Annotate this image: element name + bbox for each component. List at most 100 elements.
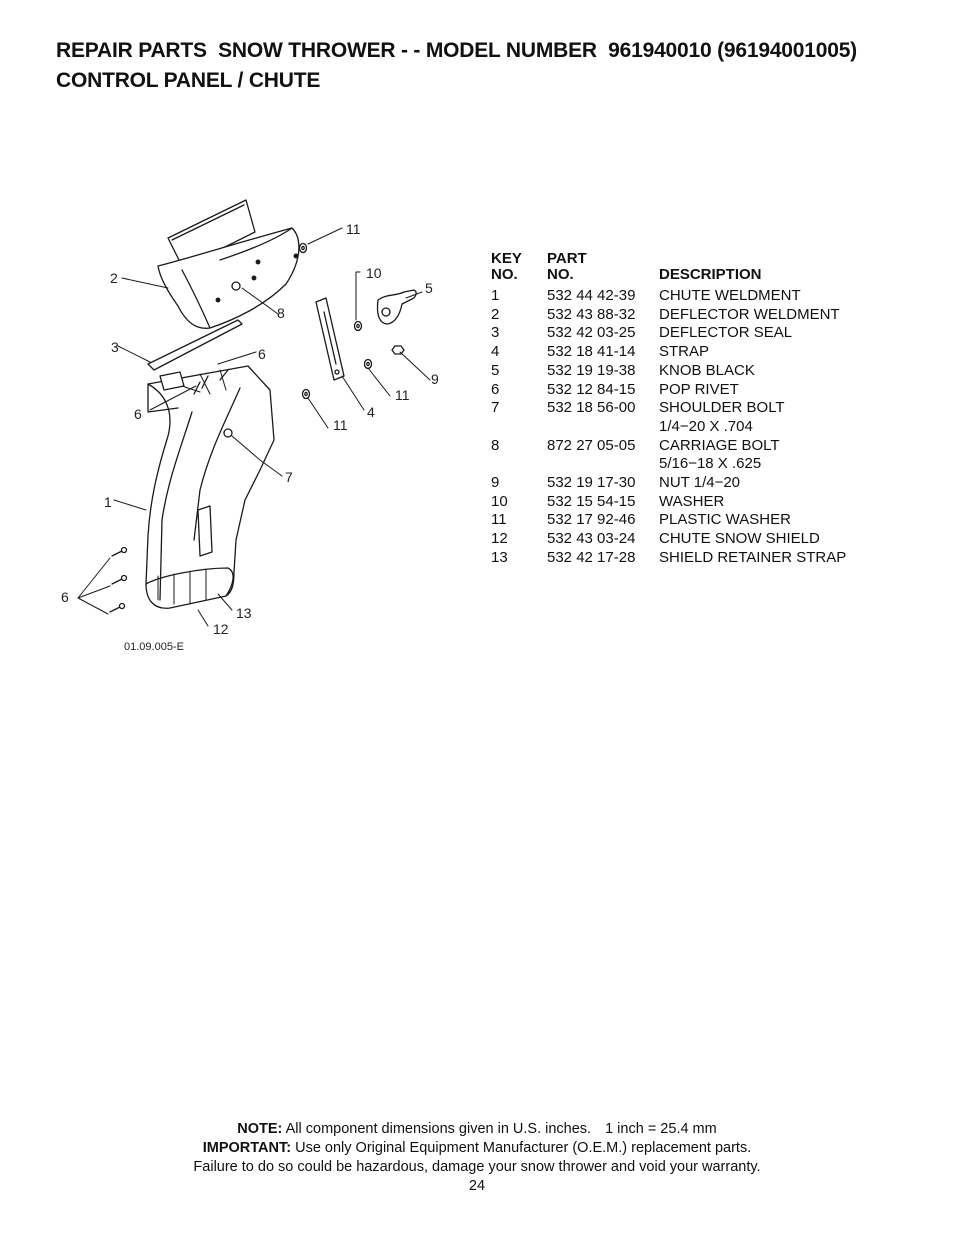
important-label: IMPORTANT:: [202, 1140, 292, 1156]
part-no: 532 19 17-30: [547, 474, 636, 492]
header-description: DESCRIPTION: [659, 265, 762, 283]
callout-10: 10: [366, 265, 382, 281]
deflector-seal-drawing: [147, 319, 243, 371]
callout-11-right: 11: [395, 387, 410, 403]
table-row: 3 532 42 03-25 DEFLECTOR SEAL: [491, 324, 911, 343]
callout-11-top: 11: [346, 221, 361, 237]
hardware-drawing: [298, 242, 405, 400]
note-line: NOTE: All component dimensions given in …: [0, 1120, 954, 1139]
leader-lines: [77, 227, 431, 627]
note-text: All component dimensions given in U.S. i…: [285, 1121, 592, 1137]
table-row: 4 532 18 41-14 STRAP: [491, 343, 911, 362]
pop-rivets-drawing: [109, 369, 229, 613]
header-key-line-1: KEY: [491, 250, 522, 267]
table-row: 11 532 17 92-46 PLASTIC WASHER: [491, 511, 911, 530]
description: STRAP: [659, 343, 710, 361]
description: 1/4−20 X .704: [659, 417, 753, 435]
figure-code: 01.09.005-E: [124, 641, 184, 653]
part-no: 532 12 84-15: [547, 380, 636, 398]
warranty-warning: Failure to do so could be hazardous, dam…: [193, 1159, 761, 1175]
description: POP RIVET: [659, 380, 739, 398]
callout-6-upper: 6: [258, 346, 266, 362]
deflector-weldment-drawing: [157, 199, 300, 329]
page-title: REPAIR PARTS SNOW THROWER - - MODEL NUMB…: [56, 36, 857, 96]
callout-4: 4: [367, 404, 375, 420]
part-no: 532 44 42-39: [547, 287, 636, 304]
description: 5/16−18 X .625: [659, 455, 762, 473]
callout-2: 2: [110, 270, 118, 286]
part-no: 532 18 41-14: [547, 343, 636, 361]
chute-assembly-drawing: [77, 199, 431, 627]
chute-weldment-drawing: [145, 365, 275, 609]
table-row: 2 532 43 88-32 DEFLECTOR WELDMENT: [491, 306, 911, 325]
description: KNOB BLACK: [659, 361, 755, 379]
description: SHOULDER BOLT: [659, 399, 785, 417]
description: CHUTE WELDMENT: [659, 287, 801, 304]
header-part-line-1: PART: [547, 250, 587, 267]
part-no: [547, 455, 659, 474]
important-text: Use only Original Equipment Manufacturer…: [295, 1140, 752, 1156]
part-no: 532 43 88-32: [547, 305, 636, 323]
part-no: 532 17 92-46: [547, 511, 636, 529]
part-no: 532 43 03-24: [547, 530, 636, 548]
header-key-line-2: NO.: [491, 265, 518, 283]
key-no: 12: [491, 530, 508, 548]
description: NUT 1/4−20: [659, 474, 741, 492]
exploded-parts-diagram: 11 2 10 5 8 3 6 9 6 11 4 11 7 1 6 13 12 …: [50, 180, 470, 660]
key-no: 11: [491, 511, 507, 529]
part-no: 532 42 03-25: [547, 324, 636, 342]
part-no: 532 19 19-38: [547, 361, 636, 379]
key-no: [491, 455, 547, 474]
callout-12: 12: [213, 621, 229, 637]
table-row: 7 532 18 56-00 SHOULDER BOLT: [491, 399, 911, 418]
header-key-no: KEY NO.: [491, 251, 547, 287]
key-no: 10: [491, 492, 508, 510]
part-no: 532 15 54-15: [547, 492, 636, 510]
page-title-line-1: REPAIR PARTS SNOW THROWER - - MODEL NUMB…: [56, 39, 857, 62]
table-row: 13 532 42 17-28 SHIELD RETAINER STRAP: [491, 549, 911, 568]
page-number: 24: [468, 1178, 486, 1194]
parts-table: KEY NO. PART NO. DESCRIPTION 1 532 44 42-…: [491, 251, 911, 568]
table-row: 1 532 44 42-39 CHUTE WELDMENT: [491, 287, 911, 306]
description: CARRIAGE BOLT: [659, 436, 780, 454]
callout-6-left: 6: [134, 406, 142, 422]
page-footer: NOTE: All component dimensions given in …: [0, 1120, 954, 1196]
description: SHIELD RETAINER STRAP: [659, 548, 847, 566]
table-row: 1/4−20 X .704: [491, 418, 911, 437]
description: CHUTE SNOW SHIELD: [659, 530, 820, 548]
header-part-no: PART NO.: [547, 251, 659, 287]
part-no: 532 18 56-00: [547, 399, 636, 417]
table-row: 10 532 15 54-15 WASHER: [491, 493, 911, 512]
strap-drawing: [315, 297, 345, 381]
key-no: 5: [491, 361, 500, 379]
callout-6-lower: 6: [61, 589, 69, 605]
callout-7: 7: [285, 469, 293, 485]
key-no: 3: [491, 324, 500, 342]
table-row: 5/16−18 X .625: [491, 455, 911, 474]
table-row: 12 532 43 03-24 CHUTE SNOW SHIELD: [491, 530, 911, 549]
part-no: 532 42 17-28: [547, 548, 636, 566]
callout-5: 5: [425, 280, 433, 296]
key-no: 2: [491, 305, 500, 323]
description: DEFLECTOR WELDMENT: [659, 305, 840, 323]
description: DEFLECTOR SEAL: [659, 324, 793, 342]
key-no: [491, 418, 547, 437]
knob-black-drawing: [376, 289, 417, 325]
key-no: 4: [491, 343, 500, 361]
callout-11-lower: 11: [333, 417, 348, 433]
key-no: 1: [491, 287, 500, 304]
callout-1: 1: [104, 494, 112, 510]
description: PLASTIC WASHER: [659, 511, 791, 529]
header-part-line-2: NO.: [547, 265, 574, 283]
callout-8: 8: [277, 305, 285, 321]
key-no: 7: [491, 399, 500, 417]
callout-3: 3: [111, 339, 119, 355]
description: WASHER: [659, 492, 725, 510]
part-no: 872 27 05-05: [547, 436, 636, 454]
part-no: [547, 418, 659, 437]
important-line: IMPORTANT: Use only Original Equipment M…: [0, 1139, 954, 1158]
key-no: 13: [491, 548, 508, 566]
